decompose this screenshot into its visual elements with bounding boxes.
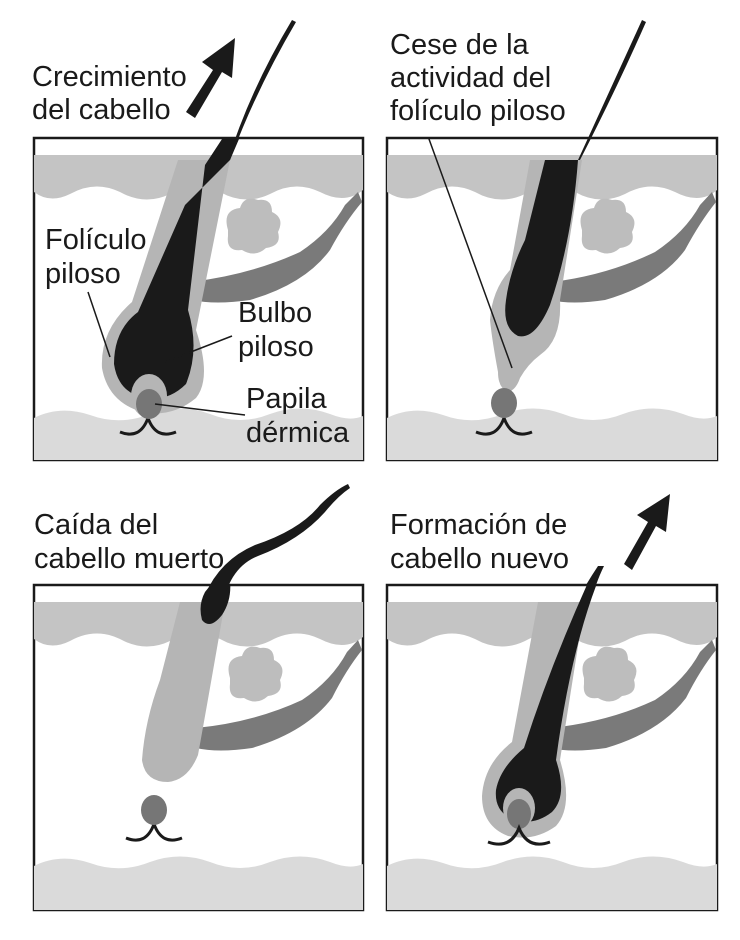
- leader-bulb: [164, 335, 233, 363]
- arrector-muscle: [550, 192, 716, 303]
- label-follicle-2: piloso: [45, 258, 121, 290]
- caption-line-2: actividad del: [390, 62, 551, 94]
- sebaceous-gland: [226, 198, 281, 254]
- caption-line-1: Formación de: [390, 509, 567, 541]
- dermis-band: [387, 408, 717, 460]
- panel-shedding: Caída del cabello muerto: [32, 484, 365, 912]
- panel-new-growth: Formación de cabello nuevo: [385, 494, 719, 912]
- label-bulb-1: Bulbo: [238, 297, 312, 329]
- dermis-band: [34, 856, 363, 910]
- arrector-muscle: [196, 640, 362, 751]
- caption-line-2: cabello nuevo: [390, 543, 569, 575]
- caption-line-2: del cabello: [32, 94, 171, 126]
- hair-bulb: [114, 138, 240, 399]
- label-follicle-1: Folículo: [45, 224, 147, 256]
- dermal-papilla: [141, 795, 167, 825]
- empty-follicle: [142, 602, 225, 782]
- sebaceous-gland: [228, 646, 283, 702]
- leader-papilla: [154, 403, 246, 416]
- caption-line-2: cabello muerto: [34, 543, 224, 575]
- papilla-neck: [487, 824, 551, 846]
- caption-line-1: Crecimiento: [32, 61, 187, 93]
- caption-line-1: Caída del: [34, 509, 158, 541]
- up-arrow-icon: [186, 38, 235, 118]
- dermis-band: [34, 408, 363, 460]
- panel-rest: Cese de la actividad del folículo piloso: [385, 20, 719, 462]
- sebaceous-gland: [580, 198, 635, 254]
- label-papilla-1: Papila: [246, 383, 327, 415]
- caption-line-3: folículo piloso: [390, 95, 566, 127]
- arrector-muscle: [190, 192, 362, 303]
- dermal-papilla: [507, 799, 531, 829]
- arrector-muscle: [550, 640, 716, 751]
- dermal-papilla: [491, 388, 517, 418]
- new-hair-tip: [586, 566, 604, 585]
- leader-follicle: [87, 291, 111, 358]
- label-bulb-2: piloso: [238, 331, 314, 363]
- shed-hair: [200, 484, 350, 621]
- sebaceous-gland: [582, 646, 637, 702]
- panel-growth: Crecimiento del cabello Folículo piloso …: [32, 20, 365, 462]
- caption-line-1: Cese de la: [390, 29, 530, 61]
- dermis-band: [387, 856, 717, 910]
- hair-club: [505, 160, 578, 337]
- leader-follicle: [427, 138, 513, 369]
- up-arrow-icon: [624, 494, 670, 570]
- dermal-papilla: [136, 389, 162, 419]
- new-hair-bulb: [495, 585, 597, 822]
- hair-shaft: [185, 20, 296, 160]
- label-papilla-2: dérmica: [246, 417, 350, 449]
- hair-shaft: [545, 20, 646, 160]
